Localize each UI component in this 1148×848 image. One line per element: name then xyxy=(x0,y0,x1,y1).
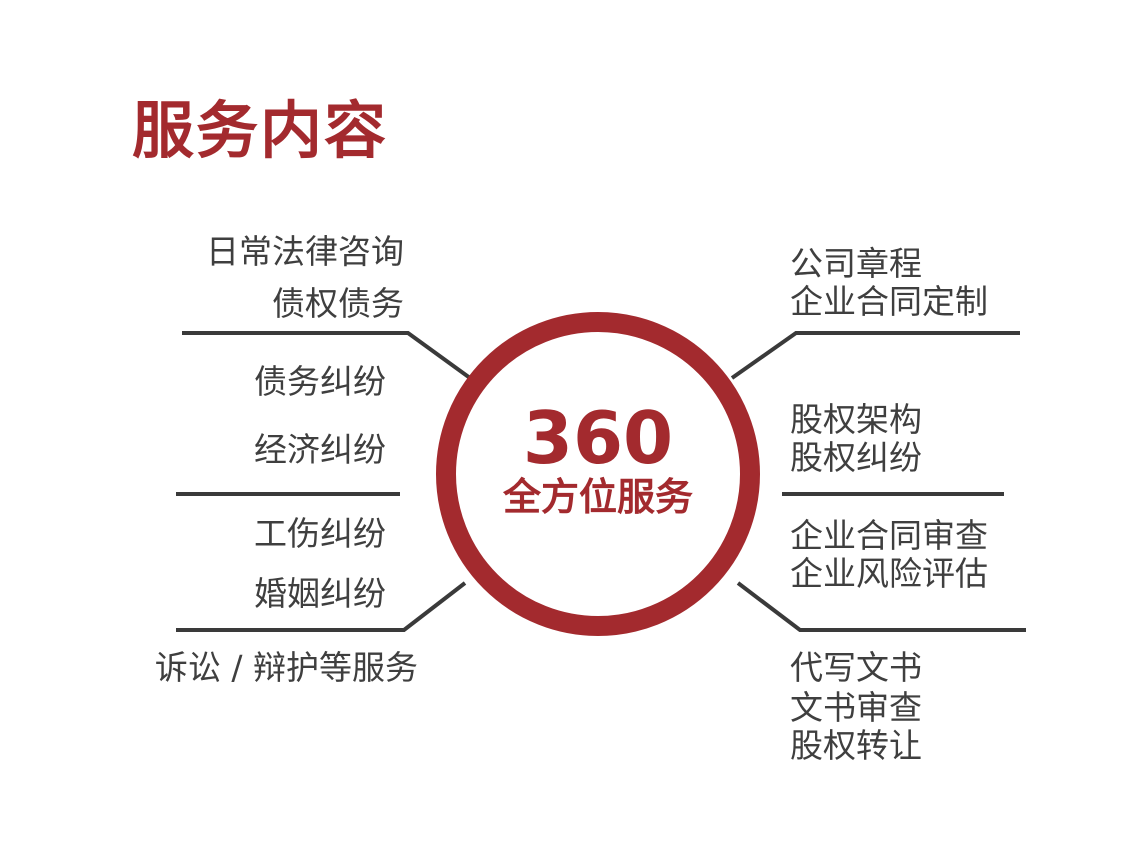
service-item-legal-consulting: 日常法律咨询 xyxy=(206,232,404,271)
service-item-debt-rights: 债权债务 xyxy=(272,284,404,323)
service-item-contract-drafting: 企业合同定制 xyxy=(790,282,988,321)
service-item-equity-transfer: 股权转让 xyxy=(790,726,922,765)
center-ring xyxy=(436,312,760,636)
service-item-debt-disputes: 债务纠纷 xyxy=(254,362,386,401)
service-item-economic-disputes: 经济纠纷 xyxy=(254,430,386,469)
service-item-contract-review: 企业合同审查 xyxy=(790,516,988,555)
center-number: 360 xyxy=(522,396,674,480)
service-item-document-review: 文书审查 xyxy=(790,688,922,727)
connector-right-bottom xyxy=(736,581,1026,632)
service-item-equity-disputes: 股权纠纷 xyxy=(790,438,922,477)
service-item-equity-structure: 股权架构 xyxy=(790,400,922,439)
center-label: 全方位服务 xyxy=(502,475,693,519)
connector-left-bottom xyxy=(176,581,467,632)
service-item-risk-assessment: 企业风险评估 xyxy=(790,554,988,593)
connector-right-top xyxy=(730,331,1020,380)
connector-left-top xyxy=(182,331,472,380)
service-item-document-writing: 代写文书 xyxy=(790,648,922,687)
service-item-marriage-disputes: 婚姻纠纷 xyxy=(254,574,386,613)
page-title: 服务内容 xyxy=(132,94,389,167)
service-item-injury-disputes: 工伤纠纷 xyxy=(254,514,386,553)
service-item-litigation-defense: 诉讼 / 辩护等服务 xyxy=(154,648,418,687)
service-item-articles-of-association: 公司章程 xyxy=(790,244,922,283)
